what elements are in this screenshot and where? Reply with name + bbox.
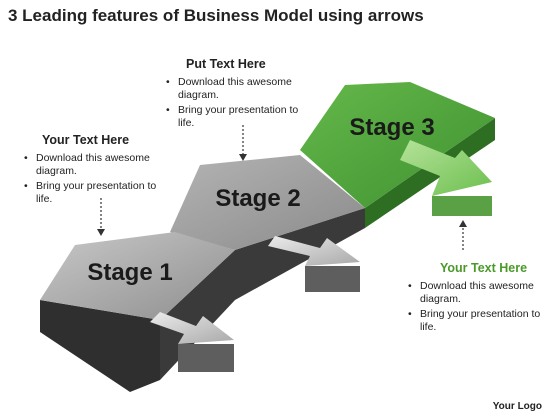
stage-2-arrow <box>268 236 360 266</box>
stage-2-side <box>235 208 365 300</box>
stage-1-side-left <box>40 300 160 392</box>
list-item: Download this awesome diagram. <box>166 76 316 102</box>
stage-1-label: Stage 1 <box>87 259 172 286</box>
callout-top: Put Text Here Download this awesome diag… <box>166 58 316 132</box>
stage-1-top <box>40 232 235 320</box>
page-title: 3 Leading features of Business Model usi… <box>8 6 424 25</box>
stage-3-block <box>300 82 495 228</box>
pointer-top <box>239 125 247 161</box>
list-item: Bring your presentation to life. <box>408 308 553 334</box>
stage-3-top <box>300 82 495 208</box>
stage-3-arrow <box>400 140 492 196</box>
stage-3-side <box>365 118 495 228</box>
stage-3-arrow-front <box>432 196 492 216</box>
list-item: Bring your presentation to life. <box>24 180 174 206</box>
callout-right-list: Download this awesome diagram. Bring you… <box>408 280 553 334</box>
callout-right-heading: Your Text Here <box>440 261 528 275</box>
callout-right: Your Text Here Download this awesome dia… <box>408 262 553 336</box>
stage-3-label: Stage 3 <box>349 114 434 141</box>
list-item: Download this awesome diagram. <box>24 152 174 178</box>
callout-top-heading: Put Text Here <box>186 57 266 71</box>
callout-top-list: Download this awesome diagram. Bring you… <box>166 76 316 130</box>
pointer-right <box>459 220 467 250</box>
stage-2-top <box>170 155 365 250</box>
stage-1-block <box>40 232 235 392</box>
callout-left-list: Download this awesome diagram. Bring you… <box>24 152 174 206</box>
stage-2-block <box>170 155 365 300</box>
logo-text: Your Logo <box>492 401 542 412</box>
stage-1-arrow-front <box>178 344 234 372</box>
stage-2-arrow-front <box>305 266 360 292</box>
list-item: Bring your presentation to life. <box>166 104 316 130</box>
callout-left: Your Text Here Download this awesome dia… <box>24 134 174 208</box>
stage-2-label: Stage 2 <box>215 185 300 212</box>
stage-1-arrow <box>150 312 234 344</box>
callout-left-heading: Your Text Here <box>42 133 130 147</box>
list-item: Download this awesome diagram. <box>408 280 553 306</box>
